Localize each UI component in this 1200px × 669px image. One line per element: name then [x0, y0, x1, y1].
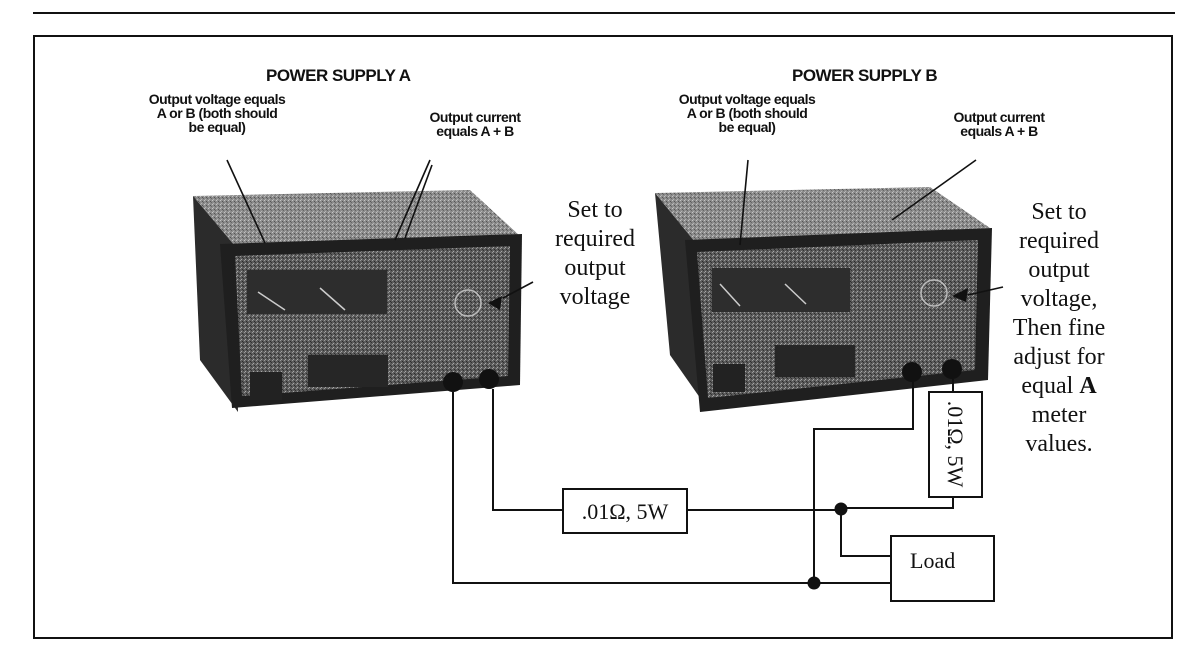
note-line: Set to — [1031, 199, 1087, 225]
callout-line: Output current — [429, 109, 522, 125]
callout-line: be equal) — [188, 119, 246, 135]
resistor-b-label: .01Ω, 5W — [943, 401, 968, 488]
wire-node-to-load — [840, 508, 891, 557]
load: Load — [890, 535, 995, 602]
digital-display — [308, 355, 388, 387]
meter-window — [712, 268, 850, 312]
figure-frame — [33, 35, 1173, 639]
note-bold-text: A — [1079, 373, 1097, 399]
top-rule — [33, 12, 1175, 14]
note-line: output — [1028, 257, 1090, 283]
supply-a-current-callout: Output current equals A + B — [420, 110, 530, 138]
note-text: equal — [1021, 373, 1080, 399]
callout-line: equals A + B — [960, 123, 1038, 139]
arrow-icon — [952, 288, 968, 302]
supply-b-current-callout: Output current equals A + B — [944, 110, 1054, 138]
power-switch — [250, 372, 282, 400]
supply-b-voltage-callout: Output voltage equals A or B (both shoul… — [652, 92, 842, 134]
load-label: Load — [910, 548, 955, 573]
meter-needle — [257, 291, 286, 311]
junction-node-positive — [834, 502, 848, 516]
resistor-a: .01Ω, 5W — [562, 488, 688, 534]
callout-line: Output current — [953, 109, 1046, 125]
power-supply-b — [655, 187, 992, 412]
note-line: required — [1019, 228, 1099, 254]
digital-display — [775, 345, 855, 377]
chassis-top — [655, 187, 990, 242]
leader-line-a-current-1 — [394, 159, 431, 241]
resistor-a-label: .01Ω, 5W — [582, 499, 669, 524]
callout-line: be equal) — [718, 119, 776, 135]
power-supply-a — [193, 190, 522, 412]
resistor-b-box — [928, 391, 983, 498]
note-line: values. — [1025, 431, 1093, 457]
wire-a-negative-to-common — [452, 392, 891, 584]
note-line: Then fine — [1012, 315, 1106, 341]
meter-needle — [319, 287, 346, 311]
output-terminal-positive — [942, 359, 962, 379]
supply-a-adjust-note: Set to required output voltage — [530, 196, 660, 312]
callout-line: Output voltage equals — [678, 91, 816, 107]
supply-b-adjust-note: Set to required output voltage, Then fin… — [996, 198, 1122, 459]
output-terminal-negative — [902, 362, 922, 382]
wire-resistor-b-to-node — [841, 497, 954, 509]
callout-line: A or B (both should — [686, 105, 808, 121]
meter-needle — [719, 283, 741, 307]
leader-lines — [226, 159, 1004, 299]
leader-line-b-adjust — [967, 286, 1004, 296]
voltage-knob-icon — [920, 279, 948, 307]
callout-line: equals A + B — [436, 123, 514, 139]
note-line-equal: equal A — [996, 372, 1122, 401]
leader-line-a-voltage — [226, 159, 266, 244]
output-terminal-positive — [479, 369, 499, 389]
resistor-b: .01Ω, 5W — [928, 391, 983, 498]
leader-line-a-adjust — [502, 281, 534, 299]
load-box — [890, 535, 995, 602]
leader-line-b-voltage — [739, 159, 749, 246]
note-line: Set to — [567, 197, 623, 223]
note-line: meter — [1031, 402, 1087, 428]
chassis-top — [193, 190, 520, 246]
resistor-a-box — [562, 488, 688, 534]
power-supply-b-title: POWER SUPPLY B — [792, 66, 938, 85]
power-supply-a-title: POWER SUPPLY A — [266, 66, 411, 85]
note-line: adjust for — [1013, 344, 1105, 370]
leader-line-b-current — [891, 159, 977, 221]
note-line: voltage — [559, 284, 631, 310]
voltage-knob-icon — [454, 289, 482, 317]
callout-line: A or B (both should — [156, 105, 278, 121]
power-switch — [713, 364, 745, 392]
note-line: voltage, — [1020, 286, 1098, 312]
wire-a-positive-to-resistor — [492, 389, 563, 511]
meter-needle — [784, 283, 807, 305]
arrow-icon — [488, 296, 502, 310]
wire-b-negative-to-common — [813, 382, 914, 583]
output-terminal-negative — [443, 372, 463, 392]
meter-window — [247, 270, 387, 314]
note-line: output — [564, 255, 626, 281]
junction-node-negative — [807, 576, 821, 590]
note-line: required — [555, 226, 635, 252]
callout-line: Output voltage equals — [148, 91, 286, 107]
leader-line-a-current-2 — [404, 164, 433, 239]
circuit-wiring — [452, 379, 954, 584]
supply-a-voltage-callout: Output voltage equals A or B (both shoul… — [122, 92, 312, 134]
